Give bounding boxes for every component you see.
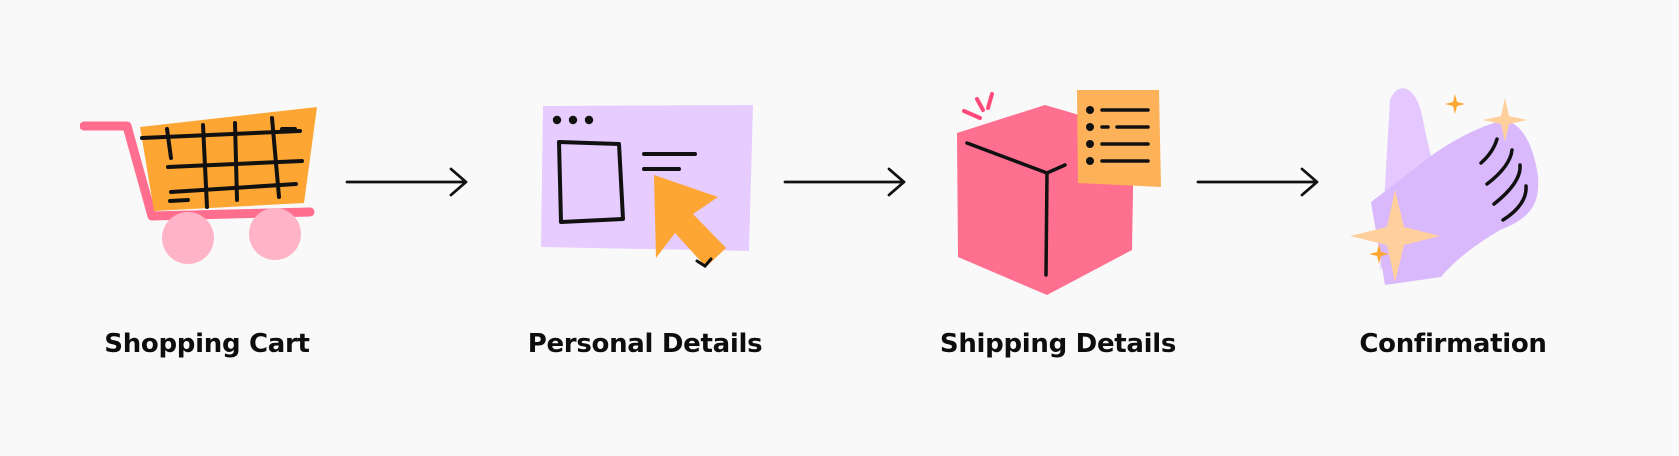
clapping-hand-sparkles-icon [1350, 88, 1539, 285]
arrow-right-icon [783, 167, 906, 197]
package-box-checklist-icon [957, 90, 1161, 295]
browser-window-cursor-icon [541, 105, 753, 268]
shopping-cart-icon [80, 107, 317, 264]
step-label-shopping-cart: Shopping Cart [104, 329, 310, 359]
arrow-right-icon [345, 167, 468, 197]
step-label-personal-details: Personal Details [527, 329, 763, 359]
step-label-shipping-details: Shipping Details [939, 329, 1177, 359]
step-label-confirmation: Confirmation [1359, 329, 1547, 359]
arrow-right-icon [1196, 167, 1319, 197]
